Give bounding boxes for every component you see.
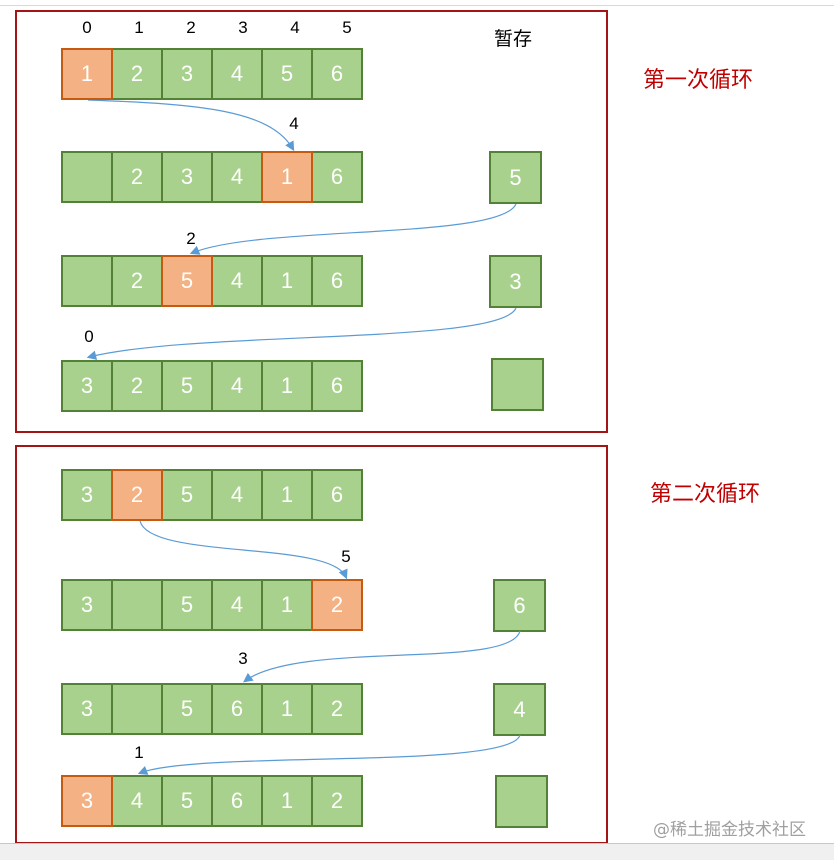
arrow-2-2 (243, 630, 521, 683)
array-cell-highlighted: 3 (61, 775, 113, 827)
arrow-target-index: 4 (289, 114, 299, 133)
temp-header: 暂存 (493, 29, 533, 50)
arrow-1-1 (87, 99, 295, 152)
array-cell: 6 (211, 775, 263, 827)
index-label: 5 (342, 18, 352, 37)
array-cell: 6 (311, 255, 363, 307)
index-label: 2 (186, 18, 196, 37)
array-cell: 4 (211, 469, 263, 521)
array-cell: 3 (61, 579, 113, 631)
array-cell: 6 (311, 469, 363, 521)
array-cell (111, 579, 163, 631)
array-cell: 6 (311, 48, 363, 100)
arrow-target-index: 3 (238, 649, 248, 668)
index-label: 4 (290, 18, 300, 37)
array-cell: 2 (111, 360, 163, 412)
temp-cell: 3 (489, 255, 542, 308)
array-cell: 2 (311, 775, 363, 827)
arrow-1-3 (86, 307, 517, 360)
temp-cell (495, 775, 548, 828)
arrow-1-2 (189, 203, 517, 255)
array-cell-highlighted: 2 (311, 579, 363, 631)
array-cell: 6 (311, 360, 363, 412)
array-cell-highlighted: 1 (261, 151, 313, 203)
array-cell: 2 (111, 48, 163, 100)
arrow-target-index: 1 (134, 743, 144, 762)
arrow-target-index: 2 (186, 229, 196, 248)
array-cell-highlighted: 5 (161, 255, 213, 307)
temp-cell: 6 (493, 579, 546, 632)
array-cell: 4 (211, 579, 263, 631)
array-cell (61, 151, 113, 203)
array-cell (61, 255, 113, 307)
arrow-target-index: 0 (84, 327, 94, 346)
top-divider (0, 5, 834, 6)
array-cell: 6 (211, 683, 263, 735)
array-cell: 1 (261, 469, 313, 521)
array-cell-highlighted: 2 (111, 469, 163, 521)
temp-cell: 5 (489, 151, 542, 204)
array-cell: 1 (261, 775, 313, 827)
arrow-2-3 (137, 734, 521, 775)
temp-cell: 4 (493, 683, 546, 736)
bottom-bar (0, 843, 834, 860)
temp-cell (491, 358, 544, 411)
index-label: 3 (238, 18, 248, 37)
array-cell: 5 (161, 469, 213, 521)
arrow-2-1 (139, 520, 348, 580)
array-cell: 2 (111, 255, 163, 307)
panel-title: 第二次循环 (650, 482, 761, 507)
index-label: 0 (82, 18, 92, 37)
index-label: 1 (134, 18, 144, 37)
watermark: @稀土掘金技术社区 (653, 820, 806, 840)
arrow-target-index: 5 (341, 547, 351, 566)
array-cell (111, 683, 163, 735)
array-cell: 2 (311, 683, 363, 735)
array-cell: 5 (161, 775, 213, 827)
array-cell: 4 (211, 48, 263, 100)
array-cell: 3 (161, 48, 213, 100)
array-cell: 3 (61, 360, 113, 412)
array-cell: 1 (261, 360, 313, 412)
panel-title: 第一次循环 (643, 68, 754, 93)
panel-first-loop (15, 10, 608, 433)
array-cell-highlighted: 1 (61, 48, 113, 100)
